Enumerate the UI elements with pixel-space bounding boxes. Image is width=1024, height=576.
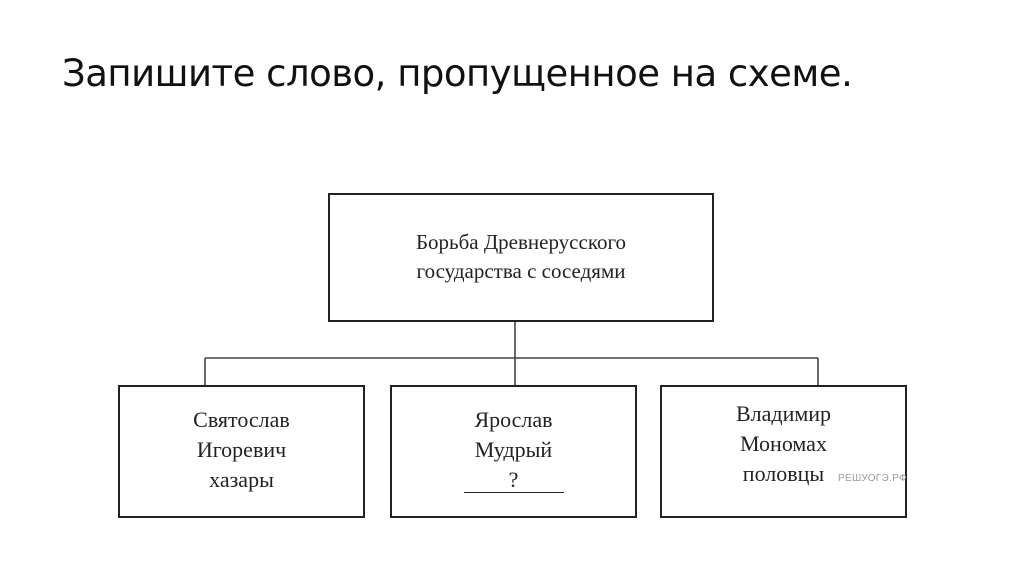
child-1-line-3: хазары [209,467,274,492]
child-1-line-2: Игоревич [196,437,287,462]
child-3-line-1: Владимир [735,401,832,426]
child-2-missing-word: ? [392,465,635,495]
watermark: РЕШУОГЭ.РФ [838,473,907,484]
child-3-line-2: Мономах [740,431,827,456]
root-node-line-2: государства с соседями [416,259,626,283]
child-2-line-2: Мудрый [474,437,553,462]
missing-word-underline [463,492,564,493]
child-3-line-3: половцы [742,461,825,486]
root-node-line-1: Борьба Древнерусского [415,230,627,254]
child-2-line-1: Ярослав [474,407,553,432]
diagram-child-node-2: Ярослав Мудрый ? [390,385,637,518]
child-1-line-1: Святослав [193,407,290,432]
diagram-child-node-3: Владимир Мономах половцы [660,385,907,518]
diagram-root-node: Борьба Древнерусского государства с сосе… [328,193,714,322]
slide-title: Запишите слово, пропущенное на схеме. [62,52,853,95]
child-2-line-3: ? [508,467,519,492]
diagram-child-node-1: Святослав Игоревич хазары [118,385,365,518]
